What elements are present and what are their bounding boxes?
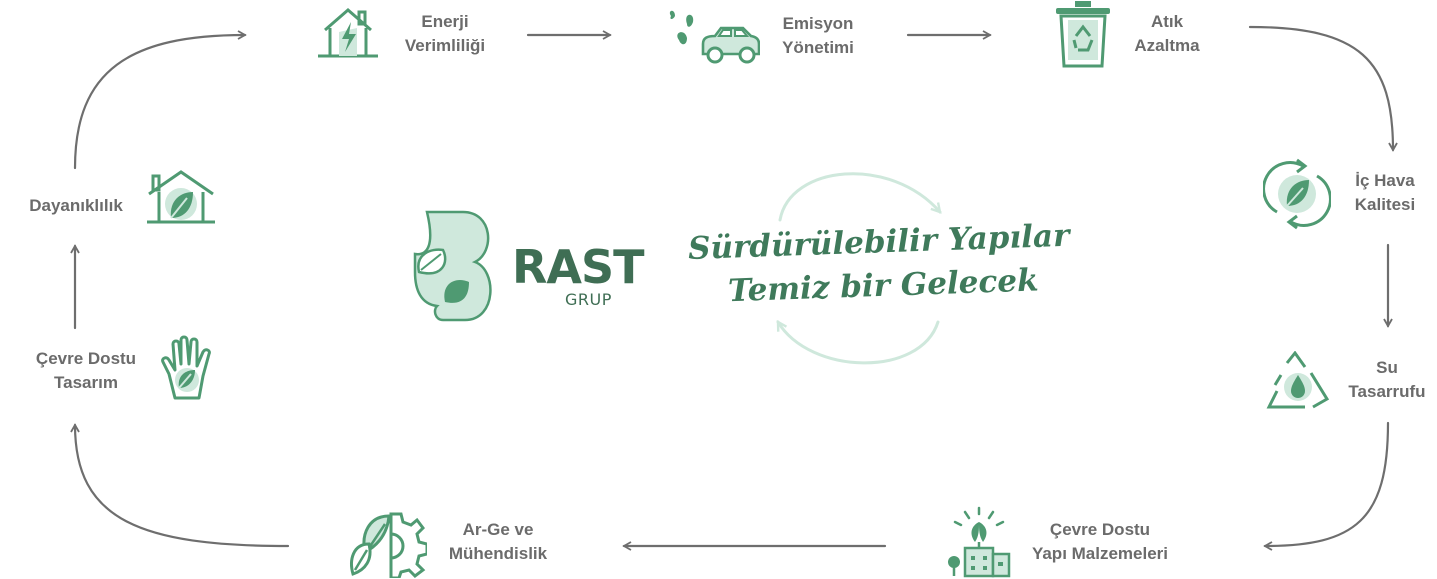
step-ic-hava-line2: Kalitesi	[1354, 195, 1416, 214]
step-emisyon-label: Emisyon Yönetimi	[756, 12, 880, 60]
leaf-cycle-icon	[1263, 158, 1331, 230]
car-leaf-icon	[669, 10, 760, 64]
step-tasarim-line1: Çevre Dostu	[35, 349, 137, 368]
tagline-arc-bottom	[776, 322, 940, 365]
hand-leaf-icon	[161, 335, 211, 400]
step-emisyon-line2: Yönetimi	[782, 38, 854, 57]
house-leaf-icon	[147, 170, 215, 224]
step-atik-label: Atık Azaltma	[1112, 10, 1222, 58]
step-enerji-label: Enerji Verimliliği	[383, 10, 507, 58]
tagline-arc-top	[778, 172, 940, 222]
step-arge-line1: Ar-Ge ve	[462, 520, 534, 539]
step-tasarim-line2: Tasarım	[54, 373, 118, 392]
leaf-gear-icon	[350, 512, 427, 578]
water-drop-recycle-icon	[1266, 351, 1330, 409]
step-enerji-line2: Verimliliği	[404, 36, 486, 55]
step-dayaniklilik-line1: Dayanıklılık	[29, 196, 123, 215]
step-atik-line1: Atık	[1150, 12, 1184, 31]
step-su-label: Su Tasarrufu	[1339, 356, 1435, 404]
brand-name: RAST	[512, 240, 645, 294]
step-malzeme-line2: Yapı Malzemeleri	[1031, 544, 1169, 563]
step-enerji-line1: Enerji	[421, 12, 469, 31]
step-emisyon-line1: Emisyon	[782, 14, 854, 33]
arrow-bottom-right-curve	[1263, 421, 1390, 551]
step-malzeme-line1: Çevre Dostu	[1049, 520, 1151, 539]
step-arge-line2: Mühendislik	[448, 544, 548, 563]
step-atik-line2: Azaltma	[1134, 36, 1200, 55]
step-malzeme-label: Çevre Dostu Yapı Malzemeleri	[1015, 518, 1185, 566]
step-dayaniklilik-label: Dayanıklılık	[16, 194, 136, 218]
step-ic-hava-label: İç Hava Kalitesi	[1337, 169, 1433, 217]
step-su-line2: Tasarrufu	[1348, 382, 1426, 401]
rast-grup-logo-icon	[413, 210, 492, 322]
eco-building-icon	[948, 506, 1011, 578]
step-su-line1: Su	[1376, 358, 1398, 377]
step-tasarim-label: Çevre Dostu Tasarım	[22, 347, 150, 395]
arrow-top-right-curve	[1248, 25, 1398, 152]
step-arge-label: Ar-Ge ve Mühendislik	[436, 518, 560, 566]
brand-sub: GRUP	[565, 290, 612, 309]
step-ic-hava-line1: İç Hava	[1355, 171, 1415, 190]
arrow-top-left-curve	[73, 30, 247, 170]
recycle-bin-icon	[1056, 1, 1110, 68]
house-lightning-icon	[318, 8, 378, 58]
arrow-bottom-left-curve	[70, 423, 290, 548]
